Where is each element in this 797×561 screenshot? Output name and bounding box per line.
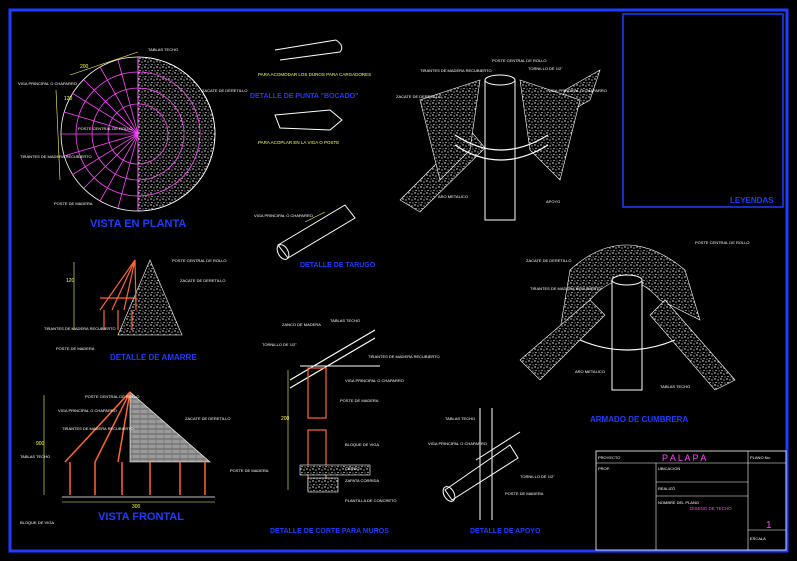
svg-text:POSTE CENTRAL DE ROLLO: POSTE CENTRAL DE ROLLO [492, 58, 547, 63]
legend-label: LEYENDAS [730, 196, 774, 205]
svg-text:TABLAS TECHO: TABLAS TECHO [445, 416, 475, 421]
svg-text:TORNILLO DE 1/2": TORNILLO DE 1/2" [528, 66, 563, 71]
front-view: 900 300 VIGA PRINCIPAL O CHAPARRO POSTE … [20, 391, 269, 525]
svg-text:TIRANTES DE MADERA RECUBIERTO: TIRANTES DE MADERA RECUBIERTO [62, 426, 134, 431]
sheet-number: 1 [766, 520, 772, 531]
amarre-detail: 120 TIRANTES DE MADERA RECUBIERTO POSTE … [44, 258, 227, 362]
punta-detail: PARA ACOMODAR LOS DUROS PARA CARGADORES … [250, 39, 371, 145]
plan-view-title: VISTA EN PLANTA [90, 218, 186, 230]
svg-text:UBICACION: UBICACION [658, 466, 680, 471]
svg-text:VIGA PRINCIPAL O CHAPARRO: VIGA PRINCIPAL O CHAPARRO [345, 378, 404, 383]
front-view-title: VISTA FRONTAL [98, 511, 184, 523]
svg-text:TIRANTES DE MADERA RECUBIERTO: TIRANTES DE MADERA RECUBIERTO [44, 326, 116, 331]
svg-text:ESCALA: ESCALA [750, 536, 766, 541]
plan-rafters [61, 57, 139, 211]
svg-text:VIGA PRINCIPAL O CHAPARRO: VIGA PRINCIPAL O CHAPARRO [428, 441, 487, 446]
svg-text:ZACATE DE DERETILLO: ZACATE DE DERETILLO [202, 88, 248, 93]
svg-text:120: 120 [66, 278, 75, 284]
svg-text:POSTE DE MADERA: POSTE DE MADERA [56, 346, 95, 351]
svg-text:200: 200 [80, 64, 89, 70]
legend-box [622, 13, 784, 208]
svg-text:ZACATE DE DERETILLO: ZACATE DE DERETILLO [185, 416, 231, 421]
svg-text:POSTE CENTRAL DE ROLLO: POSTE CENTRAL DE ROLLO [695, 240, 750, 245]
svg-text:300: 300 [132, 504, 141, 510]
svg-text:POSTE CENTRAL DE ROLLO: POSTE CENTRAL DE ROLLO [78, 126, 133, 131]
svg-text:ARO METALICO: ARO METALICO [575, 369, 605, 374]
svg-text:PARA ACOMODAR LOS DUROS PARA C: PARA ACOMODAR LOS DUROS PARA CARGADORES [258, 72, 371, 77]
plan-view: 200 120 VIGA PRINCIPAL O CHAPARRO TABLAS… [18, 47, 248, 230]
corte-detail: 200 ZANCO DE MADERA TORNILLO DE 1/2" TAB… [262, 318, 440, 535]
svg-text:TABLAS TECHO: TABLAS TECHO [660, 384, 690, 389]
svg-text:PLANTILLA DE CONCRETO: PLANTILLA DE CONCRETO [345, 498, 397, 503]
svg-text:ZAPATA CORRIDA: ZAPATA CORRIDA [345, 478, 379, 483]
svg-text:PROYECTO: PROYECTO [598, 455, 620, 460]
svg-text:200: 200 [281, 416, 290, 422]
svg-text:POSTE DE MADERA: POSTE DE MADERA [340, 398, 379, 403]
svg-text:POSTE CENTRAL DE ROLLO: POSTE CENTRAL DE ROLLO [172, 258, 227, 263]
svg-text:TIRANTES DE MADERA RECUBIERTO: TIRANTES DE MADERA RECUBIERTO [420, 68, 492, 73]
corte-title: DETALLE DE CORTE PARA MUROS [270, 528, 389, 535]
svg-text:NOMBRE DEL PLANO: NOMBRE DEL PLANO [658, 500, 699, 505]
svg-text:TORNILLO DE 1/2": TORNILLO DE 1/2" [520, 474, 555, 479]
outer-border [8, 8, 789, 553]
tarugo-detail: VIGA PRINCIPAL O CHAPARRO DETALLE DE TAR… [254, 204, 376, 269]
punta-title: DETALLE DE PUNTA "BOCADO" [250, 93, 358, 100]
svg-text:POSTE DE MADERA: POSTE DE MADERA [505, 491, 544, 496]
svg-text:PROP.: PROP. [598, 466, 610, 471]
svg-text:BLOQUE DE VIGA: BLOQUE DE VIGA [20, 520, 54, 525]
svg-text:900: 900 [36, 441, 45, 447]
svg-text:PLANO No.: PLANO No. [750, 455, 771, 460]
svg-text:ZACATE DE DERETILLO: ZACATE DE DERETILLO [526, 258, 572, 263]
tarugo-title: DETALLE DE TARUGO [300, 262, 376, 269]
apoyo-detail: TABLAS TECHO VIGA PRINCIPAL O CHAPARRO T… [428, 408, 555, 535]
svg-text:TABLAS TECHO: TABLAS TECHO [20, 454, 50, 459]
svg-text:ARO METALICO: ARO METALICO [438, 194, 468, 199]
svg-text:TIRANTES DE MADERA RECUBIERTO: TIRANTES DE MADERA RECUBIERTO [368, 354, 440, 359]
title-block: PROYECTO P A L A P A PROP. UBICACION REA… [595, 450, 787, 551]
amarre-title: DETALLE DE AMARRE [110, 353, 197, 362]
plan-thatch-half [137, 56, 216, 212]
svg-text:ZACATE DE DERETILLO: ZACATE DE DERETILLO [180, 278, 226, 283]
svg-text:TIRANTES DE MADERA RECUBIERTO: TIRANTES DE MADERA RECUBIERTO [20, 154, 92, 159]
svg-text:POSTE DE MADERA: POSTE DE MADERA [230, 468, 269, 473]
svg-text:ZANCO DE MADERA: ZANCO DE MADERA [282, 322, 321, 327]
apoyo-title: DETALLE DE APOYO [470, 528, 541, 535]
svg-text:120: 120 [64, 96, 73, 102]
svg-text:TORNILLO DE 1/2": TORNILLO DE 1/2" [262, 342, 297, 347]
cumbrera-title: ARMADO DE CUMBRERA [590, 415, 688, 424]
svg-text:VIGA PRINCIPAL O CHAPARRO: VIGA PRINCIPAL O CHAPARRO [548, 88, 607, 93]
svg-text:TABLAS TECHO: TABLAS TECHO [330, 318, 360, 323]
sheet-title: DISEÑO DE TECHO [690, 505, 732, 511]
svg-text:VIGA PRINCIPAL O CHAPARRO: VIGA PRINCIPAL O CHAPARRO [18, 81, 77, 86]
cumbrera-detail: ZACATE DE DERETILLO POSTE CENTRAL DE ROL… [519, 240, 750, 424]
svg-text:TABLAS TECHO: TABLAS TECHO [148, 47, 178, 52]
svg-text:CERCO: CERCO [345, 466, 359, 471]
svg-text:PARA ACOPLAR EN LA VIGA O POST: PARA ACOPLAR EN LA VIGA O POSTE [258, 140, 339, 145]
svg-text:REALIZÓ: REALIZÓ [658, 486, 675, 491]
svg-text:ZACATE DE DERETILLO: ZACATE DE DERETILLO [396, 94, 442, 99]
svg-text:VIGA PRINCIPAL O CHAPARRO: VIGA PRINCIPAL O CHAPARRO [254, 213, 313, 218]
svg-text:TIRANTES DE MADERA RECUBIERTO: TIRANTES DE MADERA RECUBIERTO [530, 286, 602, 291]
project-name: P A L A P A [662, 453, 706, 463]
column-detail-top: POSTE CENTRAL DE ROLLO TORNILLO DE 1/2" … [396, 58, 607, 221]
svg-text:BLOQUE DE VIGA: BLOQUE DE VIGA [345, 442, 379, 447]
svg-text:VIGA PRINCIPAL O CHAPARRO: VIGA PRINCIPAL O CHAPARRO [58, 408, 117, 413]
svg-text:POSTE DE MADERA: POSTE DE MADERA [54, 201, 93, 206]
svg-text:POSTE CENTRAL DE ROLLO: POSTE CENTRAL DE ROLLO [85, 394, 140, 399]
svg-text:APOYO: APOYO [546, 199, 560, 204]
